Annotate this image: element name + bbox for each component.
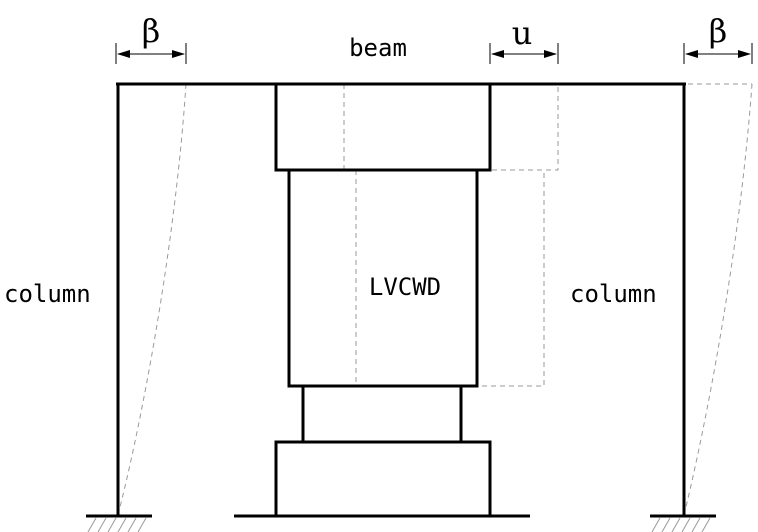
damper-top-block — [274, 82, 492, 172]
rotation-right-dimension — [683, 43, 753, 64]
damper-label: LVCWD — [369, 273, 441, 301]
rotation-left-dimension — [115, 43, 187, 64]
deformed-right-column — [683, 83, 753, 516]
column-label-right: column — [570, 280, 657, 308]
beam-label: beam — [349, 34, 407, 62]
labels: beam column column LVCWD β β u — [4, 12, 727, 308]
dimension-arrows — [115, 43, 753, 64]
column-label-left: column — [4, 280, 91, 308]
displacement-dimension — [489, 43, 559, 64]
arrow-head — [544, 50, 557, 58]
arrow-head — [172, 50, 185, 58]
arrow-head — [685, 50, 698, 58]
rotation-label-right: β — [709, 12, 728, 50]
hatch-left — [87, 517, 147, 532]
damper-connector — [301, 384, 463, 444]
arrow-head — [738, 50, 751, 58]
rotation-label-left: β — [142, 12, 161, 50]
arrow-head — [117, 50, 130, 58]
arrow-head — [491, 50, 504, 58]
hatch-right — [651, 517, 711, 532]
supports — [86, 514, 716, 532]
deformed-top-block — [343, 84, 559, 171]
displacement-label: u — [512, 14, 533, 52]
damper-base-block — [274, 440, 492, 518]
deformed-left-column — [117, 83, 187, 516]
